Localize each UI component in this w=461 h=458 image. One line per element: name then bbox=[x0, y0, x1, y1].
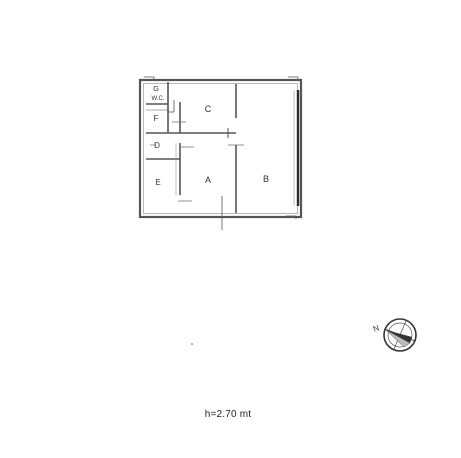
plan-dot bbox=[191, 343, 193, 345]
room-label-f: F bbox=[154, 114, 159, 123]
room-labels: G W.C. C F D E A B bbox=[152, 84, 270, 187]
room-label-a: A bbox=[205, 175, 211, 185]
door-markers bbox=[150, 121, 244, 202]
room-label-wc: W.C. bbox=[152, 96, 165, 102]
room-label-e: E bbox=[155, 178, 160, 187]
room-label-b: B bbox=[263, 174, 269, 184]
compass-north-label: N bbox=[372, 323, 381, 334]
room-label-c: C bbox=[205, 104, 212, 114]
room-label-g: G bbox=[153, 84, 159, 93]
room-label-d: D bbox=[154, 141, 160, 150]
interior-walls bbox=[146, 82, 237, 213]
ceiling-height-note: h=2.70 mt bbox=[204, 409, 252, 420]
window-right bbox=[293, 90, 300, 206]
compass-icon: N bbox=[372, 318, 417, 352]
